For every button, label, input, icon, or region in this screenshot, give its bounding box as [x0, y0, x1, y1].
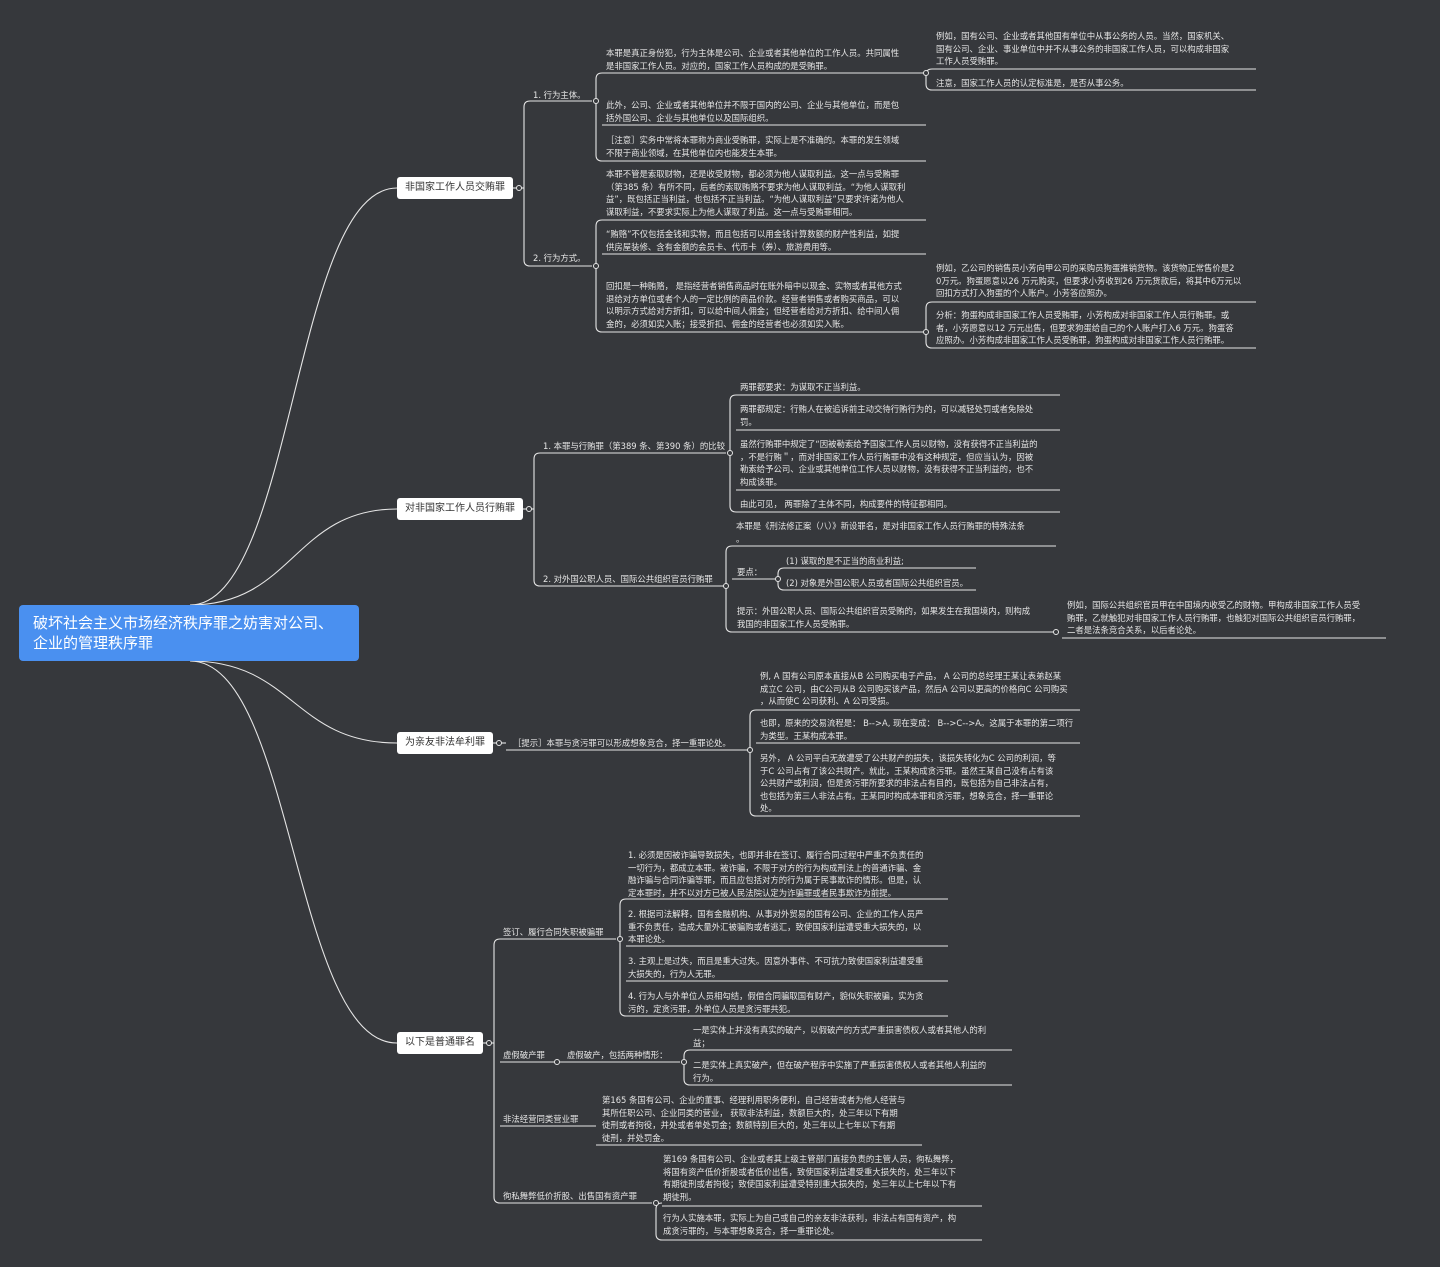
text-b1-method-3a: 例如，乙公司的销售员小芳向甲公司的采购员狗蛋推销货物。该货物正常售价是2 0万元…: [936, 263, 1242, 298]
text-b2-compare-1: 两罪都要求：为谋取不正当利益。: [740, 382, 866, 392]
branch-general-crimes[interactable]: 以下是普通罪名: [397, 1032, 483, 1054]
text-b2-compare-4: 由此可见， 两罪除了主体不同，构成要件的特征都相同。: [740, 499, 953, 509]
text-b2-foreign-1: 本罪是《刑法修正案（八）》新设罪名，是对非国家工作人员行贿罪的特殊法条 。: [736, 521, 1025, 544]
text-b3-2: 也即，原来的交易流程是： B-->A, 现在变成： B-->C-->A。这属于本…: [760, 718, 1074, 741]
text-b4-contract-3: 3. 主观上是过失，而且是重大过失。因意外事件、不可抗力致使国家利益遭受重 大损…: [628, 956, 924, 979]
collapse-dot-b4-sub2[interactable]: [554, 1059, 560, 1065]
bracket-b4-sub2: [683, 1049, 691, 1086]
bracket-b3: [749, 709, 757, 817]
text-b1-subject-3: ［注意］实务中常将本罪称为商业受贿罪，实际上是不准确的。本罪的发生领域 不限于商…: [606, 135, 900, 158]
text-b4-contract-1: 1. 必须是因被诈骗导致损失，也即并非在签订、履行合同过程中严重不负责任的 一切…: [628, 850, 924, 898]
text-b4-assets-1: 第169 条国有公司、企业或者其上级主管部门直接负责的主管人员，徇私舞弊， 将国…: [663, 1154, 959, 1202]
text-b4-assets-2: 行为人实施本罪，实际上为自己或自己的亲友非法获利，非法占有国有资产，构 成贪污罪…: [663, 1213, 957, 1236]
bracket-b4: [493, 938, 501, 1204]
text-b2-compare-2: 两罪都规定：行贿人在被追诉前主动交待行贿行为的，可以减轻处罚或者免除处 罚。: [740, 404, 1034, 427]
bracket-b1: [523, 100, 531, 267]
bracket-b1-sub1: [595, 72, 603, 162]
text-b1-subject-1b: 注意，国家工作人员的认定标准是，是否从事公务。: [936, 78, 1129, 88]
label-foreign-officials[interactable]: 2. 对外国公职人员、国际公共组织官员行贿罪: [543, 574, 713, 584]
root-topic[interactable]: 破坏社会主义市场经济秩序罪之妨害对公司、企业的管理秩序罪: [19, 605, 359, 661]
collapse-dot-b2-keys[interactable]: [775, 576, 781, 582]
label-key-points[interactable]: 要点：: [737, 567, 763, 577]
collapse-dot-b4-sub2-mid[interactable]: [681, 1059, 687, 1065]
label-low-price-assets[interactable]: 徇私舞弊低价折股、出售国有资产罪: [503, 1191, 637, 1201]
text-b1-subject-1a: 例如，国有公司、企业或者其他国有单位中从事公务的人员。当然，国家机关、 国有公司…: [936, 31, 1230, 66]
text-b3-1: 例, A 国有公司原本直接从B 公司购买电子产品， A 公司的总经理王某让表弟赵…: [760, 671, 1068, 706]
text-b3-3: 另外， A 公司平白无故遭受了公共财产的损失，该损失转化为C 公司的利润，等 于…: [760, 753, 1056, 813]
collapse-dot-b4[interactable]: [486, 1040, 492, 1046]
label-subject[interactable]: 1. 行为主体。: [533, 90, 586, 100]
collapse-dot-b1[interactable]: [516, 185, 522, 191]
link-root-b4: [189, 660, 398, 1044]
bracket-b1-s1-t1: [925, 68, 933, 91]
collapse-dot-b3[interactable]: [496, 740, 502, 746]
text-b2-foreign-2a: 例如，国际公共组织官员甲在中国境内收受乙的财物。甲构成非国家工作人员受 贿罪，乙…: [1067, 600, 1361, 635]
collapse-dot-b2-sub2[interactable]: [723, 583, 729, 589]
collapse-dot-b2-s2-t2[interactable]: [1053, 629, 1059, 635]
label-same-business[interactable]: 非法经营同类营业罪: [503, 1114, 579, 1124]
text-b1-method-3b: 分析：狗蛋构成非国家工作人员受贿罪，小芳构成对非国家工作人员行贿罪。或 者，小芳…: [936, 310, 1234, 345]
bracket-b1-sub2: [595, 219, 603, 333]
branch-non-state-bribery[interactable]: 非国家工作人员交贿罪: [397, 177, 513, 199]
text-b4-same-business: 第165 条国有公司、企业的董事、经理利用职务便利，自己经营或者为他人经营与 其…: [602, 1095, 906, 1143]
branch-profit-for-relatives[interactable]: 为亲友非法牟利罪: [397, 732, 493, 754]
text-b1-method-2: “贿赂”不仅包括金钱和实物，而且包括可以用金钱计算数额的财产性利益，如提 供房屋…: [606, 229, 900, 252]
collapse-dot-b1-sub2[interactable]: [593, 263, 599, 269]
branch-bribing-non-state[interactable]: 对非国家工作人员行贿罪: [397, 498, 523, 520]
text-b2-key-2: (2) 对象是外国公职人员或者国际公共组织官员。: [786, 578, 969, 588]
bracket-b2-sub2: [725, 545, 733, 633]
bracket-b1-s2-t3: [925, 301, 933, 349]
label-compare[interactable]: 1. 本罪与行贿罪（第389 条、第390 条）的比较: [543, 441, 725, 451]
collapse-dot-b4-sub1[interactable]: [617, 936, 623, 942]
collapse-dot-b1-sub1[interactable]: [593, 98, 599, 104]
collapse-dot-b1-s1-t1[interactable]: [923, 70, 929, 76]
collapse-dot-b4-sub4[interactable]: [653, 1200, 659, 1206]
text-b1-subject-2: 此外，公司、企业或者其他单位并不限于国内的公司、企业与其他单位，而是包 括外国公…: [606, 100, 900, 123]
label-false-bankruptcy[interactable]: 虚假破产罪: [503, 1050, 545, 1060]
text-b4-bankruptcy-1: 一是实体上并没有真实的破产，以假破产的方式严重损害债权人或者其他人的利 益；: [693, 1025, 987, 1048]
text-b4-contract-2: 2. 根据司法解释，国有金融机构、从事对外贸易的国有公司、企业的工作人员严 重不…: [628, 909, 924, 944]
text-b4-bankruptcy-2: 二是实体上真实破产，但在破产程序中实施了严重损害债权人或者其他人利益的 行为。: [693, 1060, 987, 1083]
text-b2-compare-3: 虽然行贿罪中规定了“因被勒索给予国家工作人员以财物，没有获得不正当利益的 ，不是…: [740, 439, 1038, 487]
link-root-b1: [189, 187, 398, 606]
text-b1-subject-1: 本罪是真正身份犯，行为主体是公司、企业或者其他单位的工作人员。共同属性 是非国家…: [606, 48, 900, 71]
text-b1-method-3: 回扣是一种贿赂， 是指经营者销售商品时在账外暗中以现金、实物或者其他方式 退给对…: [606, 281, 902, 329]
label-method[interactable]: 2. 行为方式。: [533, 253, 586, 263]
label-b3-tip[interactable]: ［提示］本罪与贪污罪可以形成想象竞合，择一重罪论处。: [513, 738, 731, 748]
link-root-b2: [189, 508, 398, 606]
text-b2-key-1: (1) 谋取的是不正当的商业利益;: [786, 556, 904, 566]
text-b4-contract-4: 4. 行为人与外单位人员相勾结，假借合同骗取国有财产，貌似失职被骗，实为贪 污的…: [628, 991, 924, 1014]
collapse-dot-b2-sub1[interactable]: [727, 450, 733, 456]
collapse-dot-b1-s2-t3[interactable]: [923, 329, 929, 335]
text-b2-foreign-2: 提示：外国公职人员、国际公共组织官员受贿的，如果发生在我国境内，则构成 我国的非…: [737, 606, 1031, 629]
text-b1-method-1: 本罪不管是索取财物，还是收受财物，都必须为他人谋取利益。这一点与受贿罪 （第38…: [606, 169, 906, 217]
collapse-dot-b2[interactable]: [526, 506, 532, 512]
bracket-b2: [533, 452, 541, 587]
bracket-b4-sub1: [619, 898, 627, 1017]
label-bankruptcy-types[interactable]: 虚假破产，包括两种情形：: [567, 1050, 668, 1060]
label-contract-fraud[interactable]: 签订、履行合同失职被骗罪: [503, 927, 604, 937]
bracket-b4-sub4: [655, 1202, 663, 1241]
link-root-b3: [189, 660, 398, 744]
collapse-dot-b3-tip[interactable]: [747, 747, 753, 753]
